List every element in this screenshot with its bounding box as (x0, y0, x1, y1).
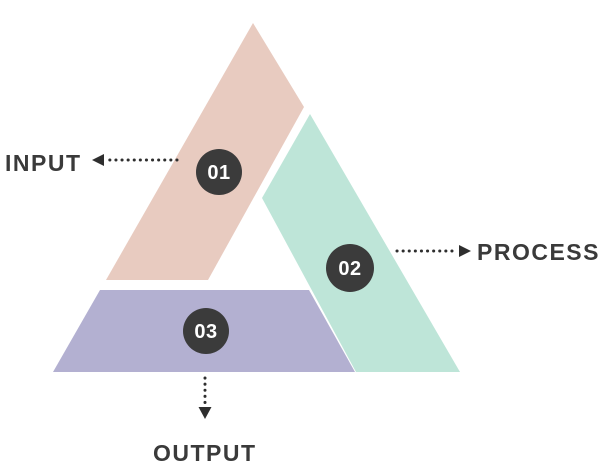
output-arrow (198, 376, 212, 419)
step-badge-02 (326, 244, 374, 292)
input-segment (106, 23, 304, 280)
process-arrowhead-icon (459, 245, 471, 257)
output-label: OUTPUT (153, 440, 257, 466)
process-arrow (395, 245, 471, 257)
input-label: INPUT (5, 150, 82, 176)
step-number-02: 02 (338, 258, 361, 280)
step-number-01: 01 (207, 162, 230, 184)
step-badge-03 (183, 308, 229, 354)
output-arrowhead-icon (198, 407, 212, 419)
step-number-03: 03 (194, 321, 217, 343)
process-label: PROCESS (477, 239, 600, 265)
step-badge-01 (196, 149, 242, 195)
input-arrowhead-icon (92, 154, 104, 166)
input-arrow (92, 154, 179, 166)
process-segment (262, 114, 460, 372)
